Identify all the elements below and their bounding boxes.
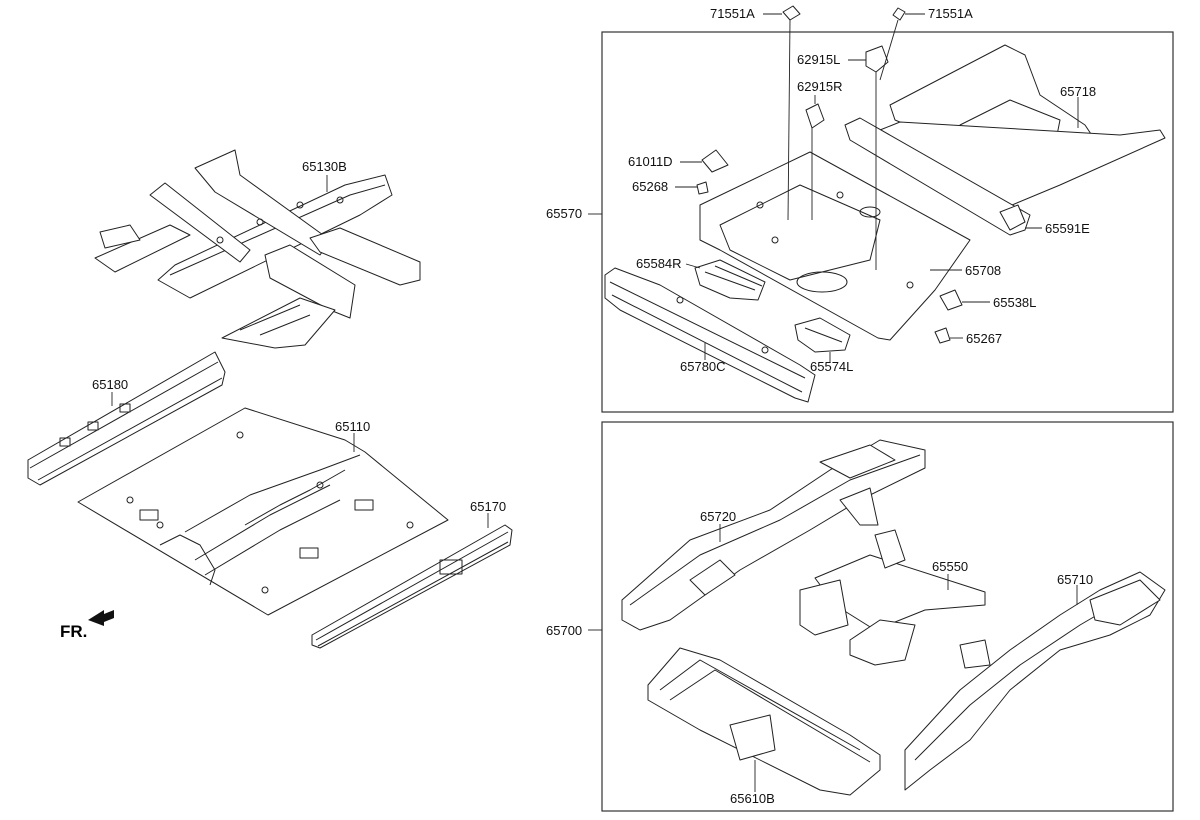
label-65268: 65268	[632, 179, 669, 194]
part-65170-side-sill	[311, 524, 513, 649]
upper-rear-floor-box	[601, 31, 1174, 413]
label-65130B: 65130B	[302, 159, 347, 174]
part-65780C-rear-cross-member	[604, 267, 816, 403]
part-65584R-bracket	[694, 259, 766, 301]
label-65584R: 65584R	[636, 256, 682, 271]
label-65591E: 65591E	[1045, 221, 1090, 236]
label-65570: 65570	[546, 206, 583, 221]
lower-rear-floor-box	[601, 421, 1174, 812]
part-65610B-rear-floor-panel	[647, 647, 881, 796]
part-65718-rear-floor-pan	[844, 44, 1166, 236]
part-65110-front-floor	[77, 407, 449, 616]
label-65538L: 65538L	[993, 295, 1037, 310]
part-65180-side-sill	[27, 351, 226, 486]
part-65720-rear-side-member-left	[621, 439, 926, 631]
label-62915R: 62915R	[797, 79, 843, 94]
label-61011D: 61011D	[628, 154, 673, 169]
label-65574L: 65574L	[810, 359, 854, 374]
part-65550-cross-member	[799, 529, 986, 666]
label-65110: 65110	[335, 419, 371, 434]
label-65700: 65700	[546, 623, 583, 638]
part-65574L-bracket	[794, 317, 851, 353]
label-65780C: 65780C	[680, 359, 726, 374]
part-small-brackets	[696, 5, 1026, 344]
label-65708: 65708	[965, 263, 1002, 278]
label-65550: 65550	[932, 559, 969, 574]
label-65720: 65720	[700, 509, 737, 524]
label-71551A-left: 71551A	[710, 6, 755, 21]
label-62915L: 62915L	[797, 52, 841, 67]
label-65267: 65267	[966, 331, 1003, 346]
part-65710-rear-side-member-right	[904, 571, 1166, 791]
part-65130B-cross-member	[94, 149, 421, 349]
label-65180: 65180	[92, 377, 129, 392]
front-direction-label: FR.	[60, 622, 88, 641]
label-65170: 65170	[470, 499, 507, 514]
label-65718: 65718	[1060, 84, 1097, 99]
part-65708-center-floor	[699, 151, 971, 341]
label-65610B: 65610B	[730, 791, 775, 806]
label-65710: 65710	[1057, 572, 1094, 587]
front-arrow-icon	[88, 610, 114, 626]
label-71551A-right: 71551A	[928, 6, 973, 21]
